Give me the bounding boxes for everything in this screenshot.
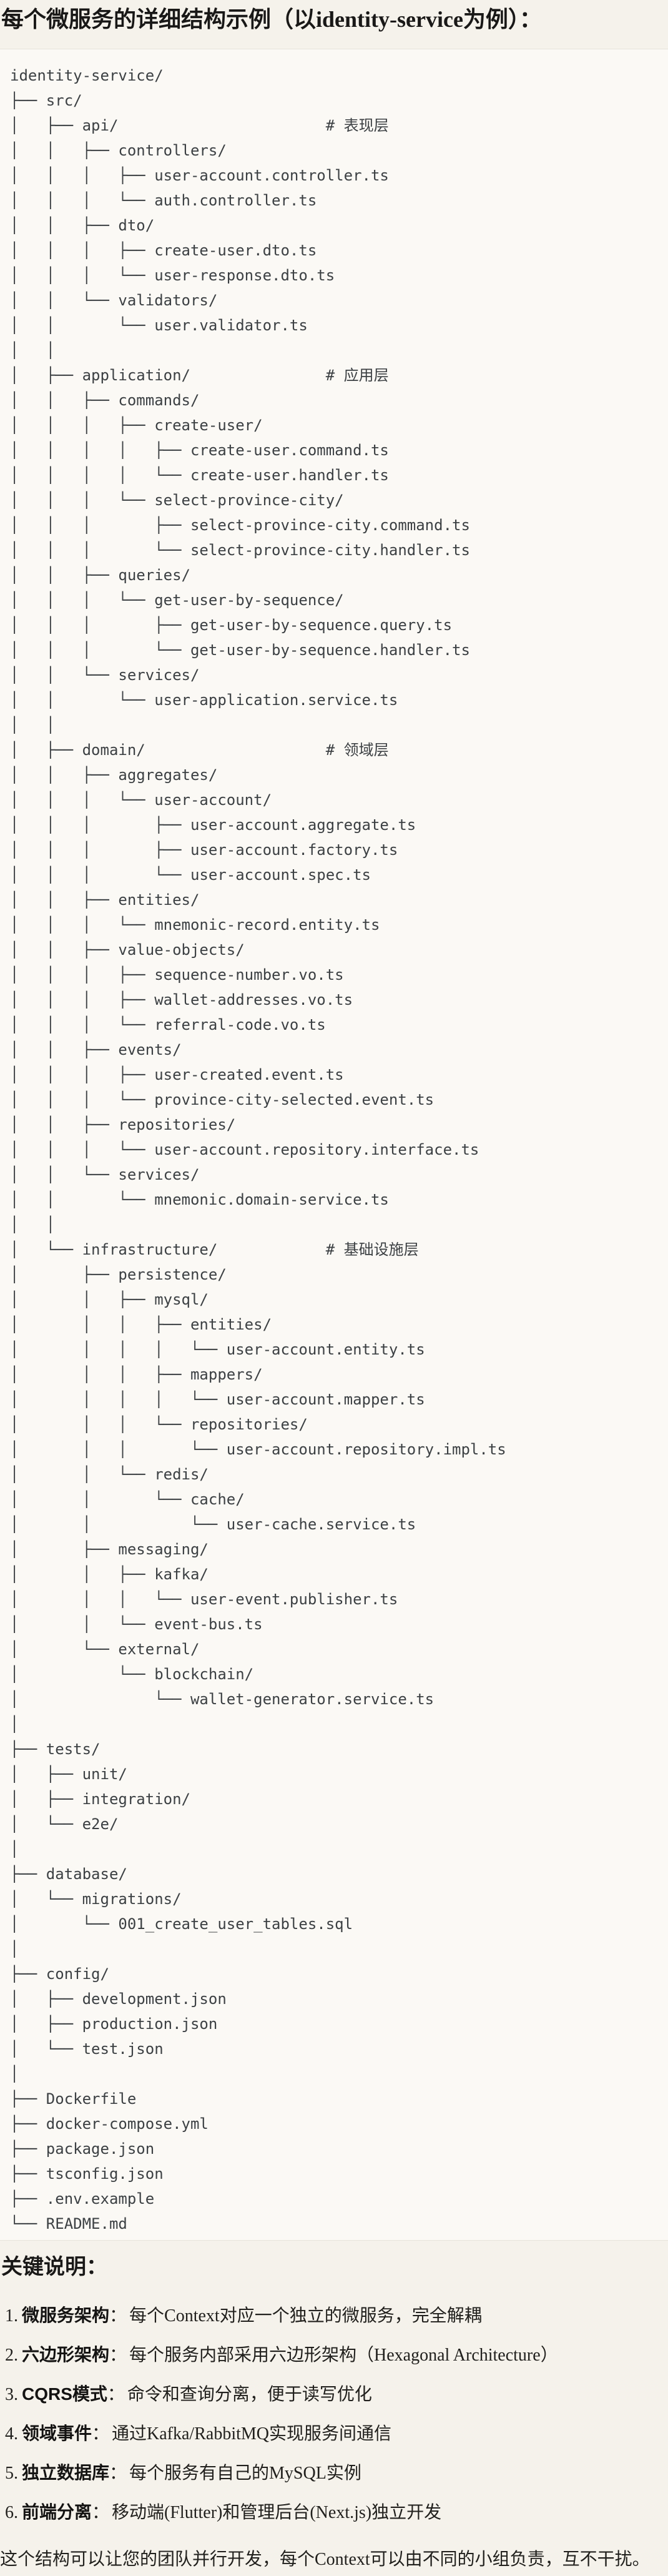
- note-item-6: 6.前端分离：移动端(Flutter)和管理后台(Next.js)独立开发: [5, 2502, 668, 2524]
- code-block-file-tree: identity-service/ ├── src/ │ ├── api/ # …: [0, 49, 668, 2241]
- note-label: 六边形架构: [22, 2345, 110, 2364]
- note-item-2: 2.六边形架构：每个服务内部采用六边形架构（Hexagonal Architec…: [5, 2344, 668, 2366]
- notes-heading: 关键说明：: [1, 2256, 107, 2279]
- note-label: 领域事件: [22, 2424, 92, 2443]
- note-colon: ：: [107, 2385, 125, 2404]
- note-colon: ：: [109, 2464, 127, 2483]
- note-label: 微服务架构: [22, 2306, 110, 2325]
- note-description: 每个Context对应一个独立的微服务，完全解耦: [129, 2306, 482, 2326]
- note-item-1: 1.微服务架构：每个Context对应一个独立的微服务，完全解耦: [5, 2305, 668, 2327]
- page-title: 每个微服务的详细结构示例（以identity-service为例）：: [1, 7, 542, 32]
- note-label: 独立数据库: [22, 2463, 110, 2482]
- note-colon: ：: [109, 2306, 127, 2326]
- note-number: 6.: [5, 2503, 18, 2522]
- document: 每个微服务的详细结构示例（以identity-service为例）： ident…: [0, 5, 668, 2570]
- note-number: 4.: [5, 2424, 18, 2444]
- note-description: 移动端(Flutter)和管理后台(Next.js)独立开发: [112, 2503, 442, 2522]
- note-item-3: 3.CQRS模式：命令和查询分离，便于读写优化: [5, 2384, 668, 2406]
- note-label: 前端分离: [22, 2502, 92, 2522]
- note-label: CQRS模式: [22, 2384, 107, 2404]
- note-number: 2.: [5, 2346, 18, 2365]
- note-description: 命令和查询分离，便于读写优化: [127, 2385, 372, 2404]
- note-description: 每个服务有自己的MySQL实例: [129, 2464, 361, 2483]
- note-description: 通过Kafka/RabbitMQ实现服务间通信: [112, 2424, 391, 2444]
- note-colon: ：: [109, 2346, 127, 2365]
- note-number: 1.: [5, 2306, 18, 2326]
- note-item-5: 5.独立数据库：每个服务有自己的MySQL实例: [5, 2462, 668, 2484]
- note-number: 5.: [5, 2464, 18, 2483]
- note-description: 每个服务内部采用六边形架构（Hexagonal Architecture）: [129, 2346, 558, 2365]
- note-item-4: 4.领域事件：通过Kafka/RabbitMQ实现服务间通信: [5, 2423, 668, 2445]
- note-colon: ：: [92, 2503, 110, 2522]
- footer-paragraph: 这个结构可以让您的团队并行开发，每个Context可以由不同的小组负责，互不干扰…: [0, 2550, 650, 2569]
- note-colon: ：: [92, 2424, 110, 2444]
- note-number: 3.: [5, 2385, 18, 2404]
